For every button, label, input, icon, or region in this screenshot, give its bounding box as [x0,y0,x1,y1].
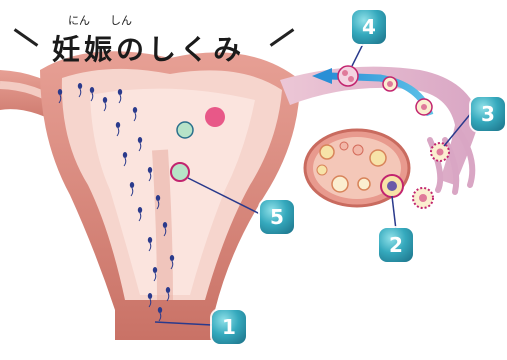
implanted-embryo [171,163,189,181]
diagram-title: にん しん 妊娠のしくみ [10,6,300,66]
title-ruby-2: しん [110,12,132,28]
title-slash-right [270,28,295,47]
leader-line-2 [392,196,396,230]
step-badge-2: 2 [379,228,413,262]
leader-line-4 [352,42,364,66]
morula [338,66,358,86]
title-slash-left [14,28,39,47]
blastocyst [205,107,225,127]
step-badge-3: 3 [471,97,505,131]
title-text: 妊娠のしくみ [52,28,245,68]
step-badge-5: 5 [260,200,294,234]
title-ruby-1: にん [68,12,90,28]
step-badge-1: 1 [212,310,246,344]
step-badge-4: 4 [352,10,386,44]
